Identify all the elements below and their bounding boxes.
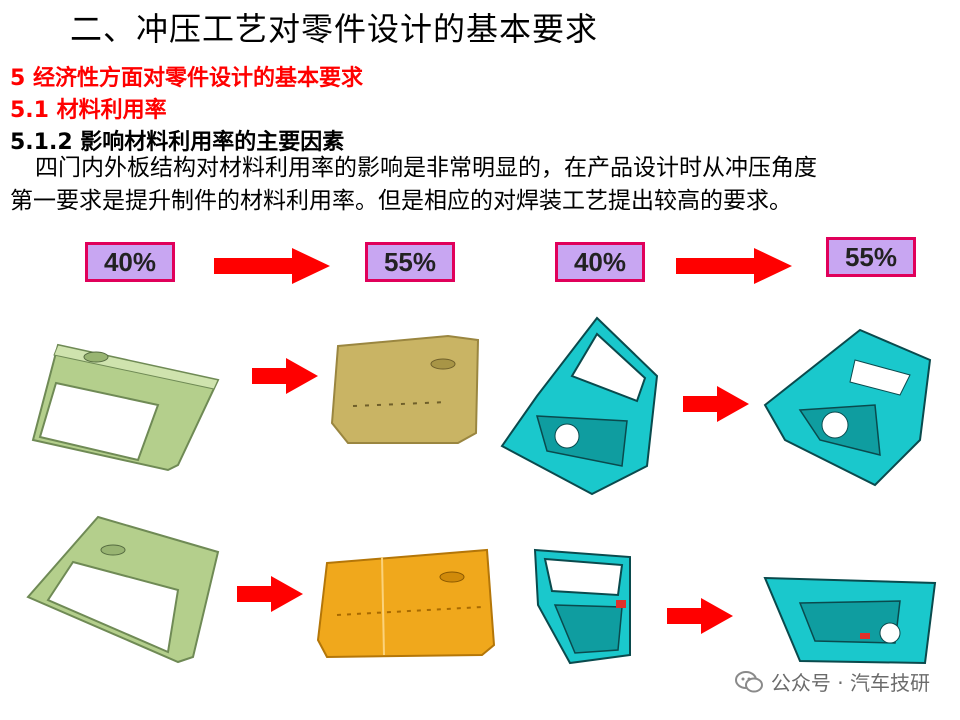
inner-panel-frame-image bbox=[500, 316, 659, 496]
outer-panel-blank-image bbox=[330, 334, 480, 444]
arrow-right-icon bbox=[683, 386, 749, 422]
inner-panel-frame-image bbox=[533, 548, 631, 665]
outer-panel-frame-image bbox=[26, 515, 220, 664]
inner-panel-cut-image bbox=[763, 576, 937, 665]
outer-panel-blank-image bbox=[316, 548, 496, 659]
section-5-1-2-heading: 5.1.2 影响材料利用率的主要因素 bbox=[10, 130, 345, 155]
badge-outer-before: 40% bbox=[85, 242, 175, 282]
section-5-heading: 5 经济性方面对零件设计的基本要求 bbox=[10, 66, 363, 91]
inner-panel-cut-image bbox=[763, 328, 932, 487]
watermark: 公众号 · 汽车技研 bbox=[734, 667, 930, 696]
badge-inner-after: 55% bbox=[826, 237, 916, 277]
page-title: 二、冲压工艺对零件设计的基本要求 bbox=[70, 10, 599, 48]
arrow-right-icon bbox=[676, 248, 792, 284]
arrow-right-icon bbox=[252, 358, 318, 394]
arrow-right-icon bbox=[667, 598, 733, 634]
outer-panel-frame-image bbox=[31, 343, 220, 472]
wechat-icon bbox=[734, 670, 763, 692]
arrow-right-icon bbox=[237, 576, 303, 612]
arrow-right-icon bbox=[214, 248, 330, 284]
watermark-text: 公众号 · 汽车技研 bbox=[770, 671, 930, 695]
badge-inner-before: 40% bbox=[555, 242, 645, 282]
paragraph-line-1: 四门内外板结构对材料利用率的影响是非常明显的，在产品设计时从冲压角度 bbox=[35, 155, 817, 181]
badge-outer-after: 55% bbox=[365, 242, 455, 282]
section-5-1-heading: 5.1 材料利用率 bbox=[10, 98, 167, 123]
paragraph-line-2: 第一要求是提升制件的材料利用率。但是相应的对焊装工艺提出较高的要求。 bbox=[10, 188, 792, 214]
